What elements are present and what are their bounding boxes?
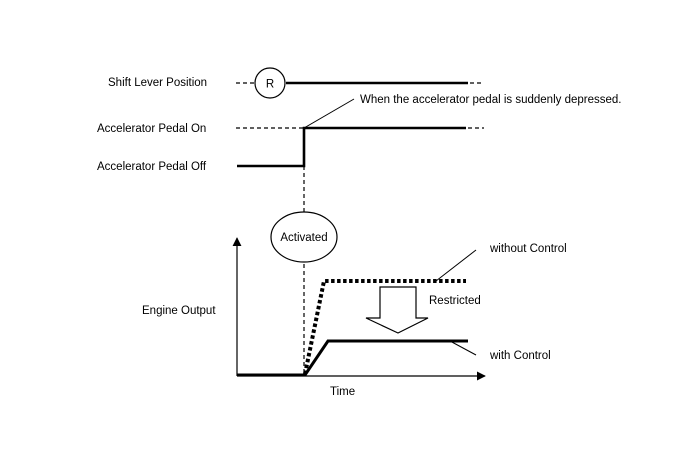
without-control-curve [303, 279, 466, 375]
restricted-arrow [365, 286, 429, 334]
with-control-leader [449, 340, 477, 356]
activated-label: Activated [280, 232, 327, 244]
accelerator-pedal-signal [237, 126, 466, 168]
shift-lever-position-label: Shift Lever Position [108, 77, 207, 89]
accelerator-pedal-on-label: Accelerator Pedal On [97, 123, 206, 135]
without-control-label: without Control [489, 243, 567, 255]
time-axis-label: Time [330, 386, 355, 398]
annotation-leader-line [303, 98, 355, 129]
accelerator-pedal-off-label: Accelerator Pedal Off [97, 161, 207, 173]
with-control-label: with Control [489, 350, 551, 362]
with-control-curve [237, 339, 468, 377]
annotation-text: When the accelerator pedal is suddenly d… [360, 94, 621, 106]
engine-output-label: Engine Output [142, 305, 216, 317]
without-control-leader [435, 249, 477, 282]
shift-position-symbol: R [266, 79, 274, 91]
shift-position-circle [254, 67, 286, 99]
activated-ellipse [270, 211, 338, 263]
restricted-label: Restricted [429, 295, 481, 307]
